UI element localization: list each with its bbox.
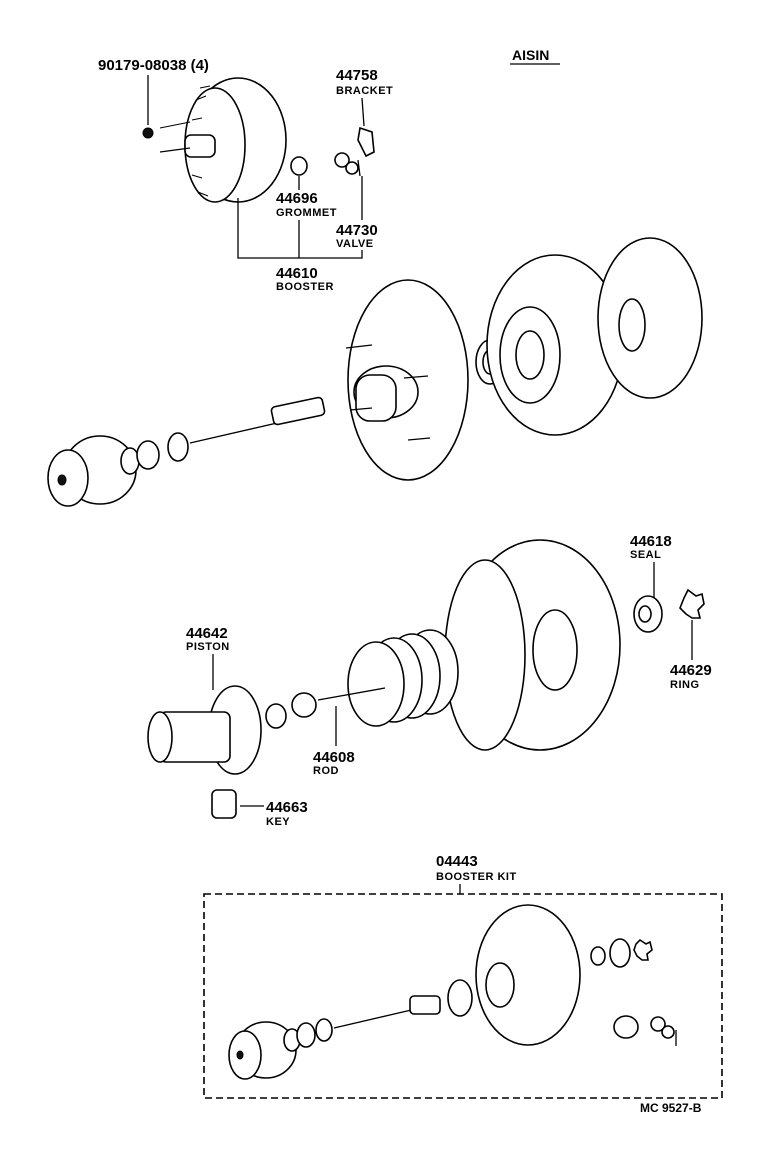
exploded-booster-drawing xyxy=(47,237,703,507)
bracket-leader xyxy=(361,97,365,127)
kit-contents-drawing xyxy=(228,904,677,1080)
booster-bracket-line xyxy=(237,198,363,259)
booster-assembly-drawing xyxy=(142,77,287,203)
seal-name: SEAL xyxy=(630,549,661,561)
seal-number: 44618 xyxy=(630,533,672,550)
booster-name: BOOSTER xyxy=(276,281,334,293)
ring-number: 44629 xyxy=(670,662,712,679)
bracket-name: BRACKET xyxy=(336,85,393,97)
bracket-number: 44758 xyxy=(336,67,378,84)
kit-name: BOOSTER KIT xyxy=(436,871,517,883)
kit-boundary xyxy=(203,893,723,1099)
grommet-number: 44696 xyxy=(276,190,318,207)
valve-drawing xyxy=(334,152,361,177)
bracket-drawing xyxy=(357,126,375,158)
valve-number: 44730 xyxy=(336,222,378,239)
grommet-name: GROMMET xyxy=(276,207,337,219)
bolt-number: 90179-08038 (4) xyxy=(98,57,209,74)
key-name: KEY xyxy=(266,816,290,828)
valve-name: VALVE xyxy=(336,238,374,250)
piston-name: PISTON xyxy=(186,641,230,653)
piston-number: 44642 xyxy=(186,625,228,642)
key-number: 44663 xyxy=(266,799,308,816)
brand-label: AISIN xyxy=(512,47,549,63)
ring-name: RING xyxy=(670,679,700,691)
booster-number: 44610 xyxy=(276,265,318,282)
grommet-drawing xyxy=(290,156,308,176)
rod-name: ROD xyxy=(313,765,339,777)
drawing-code: MC 9527-B xyxy=(640,1101,702,1115)
kit-number: 04443 xyxy=(436,853,478,870)
rod-number: 44608 xyxy=(313,749,355,766)
piston-spring-drawing xyxy=(147,539,705,819)
